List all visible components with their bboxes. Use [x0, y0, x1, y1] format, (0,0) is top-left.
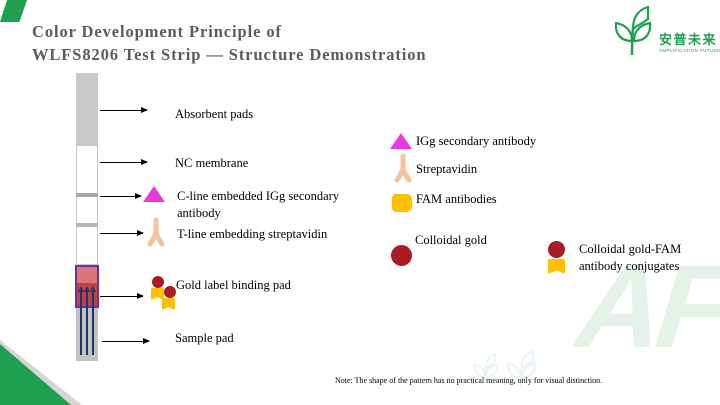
legend-colloidal-gold-icon [391, 245, 412, 266]
legend-conjugate-label: Colloidal gold-FAM antibody conjugates [579, 242, 682, 273]
flow-arrow [89, 220, 96, 355]
conjugate-gold-icon [548, 241, 565, 258]
logo-text: 安普未来 AMPLIFICATION FUTURE [659, 29, 720, 57]
footnote: Note: The shape of the pattern has no pr… [335, 376, 603, 385]
page-title-line2: WLFS8206 Test Strip — Structure Demonstr… [32, 45, 427, 64]
sprout-logo-icon [614, 5, 652, 56]
label-sample-pad: Sample pad [175, 331, 234, 345]
legend-streptavidin-icon [394, 153, 412, 183]
legend-igg-triangle-icon [390, 133, 412, 149]
test-strip [75, 73, 99, 361]
title-accent-shape [0, 0, 27, 22]
t-line-band [76, 223, 98, 227]
company-logo: 安普未来 AMPLIFICATION FUTURE [612, 5, 720, 57]
legend-colloidal-gold-label: Colloidal gold [415, 233, 487, 247]
nc-membrane-section [76, 145, 98, 265]
igg-triangle-icon [143, 186, 165, 202]
sprout-watermark-icon [507, 350, 536, 389]
gold-pad-upper [77, 267, 97, 284]
label-absorbent-pads: Absorbent pads [175, 107, 254, 121]
gold-conjugate-cluster-icon [151, 275, 177, 311]
page-title: Color Development Principle of WLFS8206 … [32, 20, 427, 66]
label-nc-membrane: NC membrane [175, 156, 249, 170]
logo-chinese-name: 安普未来 [659, 32, 718, 47]
sprout-watermark-icon [473, 353, 498, 386]
label-gold-binding-pad: Gold label binding pad [176, 278, 291, 292]
flow-arrow [83, 220, 90, 355]
arrow-c-line [100, 192, 142, 199]
conjugate-fam-icon [548, 259, 565, 274]
logo-english-name: AMPLIFICATION FUTURE [659, 48, 720, 53]
legend-fam-square-icon [392, 194, 412, 212]
flow-arrow [77, 220, 84, 355]
arrow-gold-pad [100, 292, 144, 299]
c-line-band [76, 193, 98, 197]
arrow-nc-membrane [100, 158, 148, 165]
legend-igg-label: IGg secondary antibody [416, 134, 537, 148]
absorbent-pad-section [76, 73, 98, 145]
label-t-line: T-line embedding streptavidin [177, 227, 328, 241]
arrow-absorbent [100, 106, 148, 113]
legend-fam-label: FAM antibodies [416, 192, 497, 206]
legend-streptavidin-label: Streptavidin [416, 162, 478, 176]
arrow-t-line [100, 229, 144, 236]
arrow-sample-pad [102, 337, 150, 344]
page-title-line1: Color Development Principle of [32, 22, 282, 41]
label-c-line: C-line embedded IGg secondary antibody [177, 189, 340, 220]
streptavidin-icon [147, 217, 165, 247]
